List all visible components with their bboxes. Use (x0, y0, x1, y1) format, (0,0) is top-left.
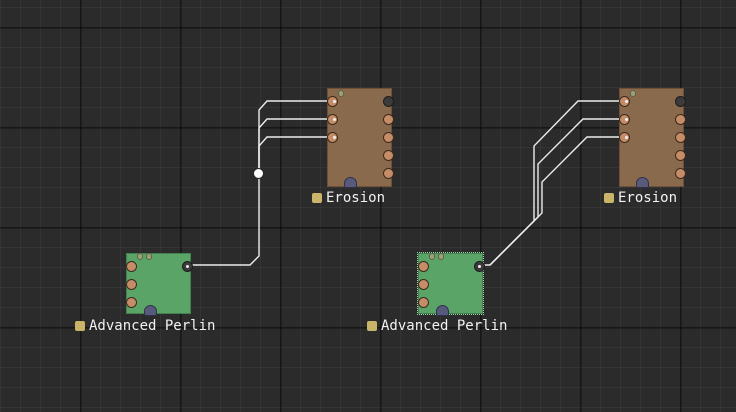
advanced-perlin-node[interactable] (417, 252, 485, 316)
node-title: Erosion (618, 190, 678, 206)
input-port[interactable] (327, 114, 338, 125)
input-port[interactable] (619, 96, 630, 107)
node-label-erosion: Erosion (312, 190, 385, 206)
output-port[interactable] (675, 168, 686, 179)
output-port[interactable] (383, 150, 394, 161)
bottom-port[interactable] (636, 177, 649, 188)
parameter-knob[interactable] (146, 253, 152, 260)
input-port[interactable] (126, 297, 137, 308)
node-tag-icon (367, 321, 377, 331)
output-port[interactable] (675, 150, 686, 161)
output-port[interactable] (383, 114, 394, 125)
input-port[interactable] (327, 132, 338, 143)
node-title: Erosion (326, 190, 386, 206)
node-label-advanced-perlin: Advanced Perlin (367, 318, 507, 334)
erosion-node[interactable] (619, 88, 686, 188)
parameter-knob[interactable] (137, 253, 143, 260)
parameter-knob[interactable] (438, 253, 444, 260)
output-port[interactable] (383, 132, 394, 143)
wire-perlin2-to-erosion2-input-1[interactable] (479, 100, 624, 266)
input-port[interactable] (126, 279, 137, 290)
input-port[interactable] (126, 261, 137, 272)
node-tag-icon (312, 193, 322, 203)
output-port[interactable] (675, 132, 686, 143)
output-port[interactable] (675, 114, 686, 125)
node-title: Advanced Perlin (381, 318, 508, 334)
node-tag-icon (75, 321, 85, 331)
parameter-knob[interactable] (429, 253, 435, 260)
parameter-knob[interactable] (338, 90, 344, 97)
erosion-node[interactable] (327, 88, 394, 188)
input-port[interactable] (619, 114, 630, 125)
node-label-advanced-perlin: Advanced Perlin (75, 318, 215, 334)
bottom-port[interactable] (144, 305, 157, 316)
bottom-port[interactable] (344, 177, 357, 188)
node-tag-icon (604, 193, 614, 203)
output-port[interactable] (474, 261, 485, 272)
output-port[interactable] (383, 168, 394, 179)
wire-perlin1-to-erosion1-input-2[interactable] (258, 118, 332, 174)
advanced-perlin-node[interactable] (126, 253, 193, 316)
reroute-point[interactable] (253, 168, 264, 179)
parameter-knob[interactable] (630, 90, 636, 97)
wire-perlin1-to-erosion1-input-1[interactable] (187, 100, 332, 266)
input-port[interactable] (418, 279, 429, 290)
node-title: Advanced Perlin (89, 318, 216, 334)
bottom-port[interactable] (436, 305, 449, 316)
input-port[interactable] (327, 96, 338, 107)
output-port[interactable] (383, 96, 394, 107)
output-port[interactable] (182, 261, 193, 272)
node-label-erosion: Erosion (604, 190, 677, 206)
input-port[interactable] (418, 297, 429, 308)
wire-perlin1-to-erosion1-input-3[interactable] (258, 136, 332, 174)
input-port[interactable] (418, 261, 429, 272)
input-port[interactable] (619, 132, 630, 143)
output-port[interactable] (675, 96, 686, 107)
